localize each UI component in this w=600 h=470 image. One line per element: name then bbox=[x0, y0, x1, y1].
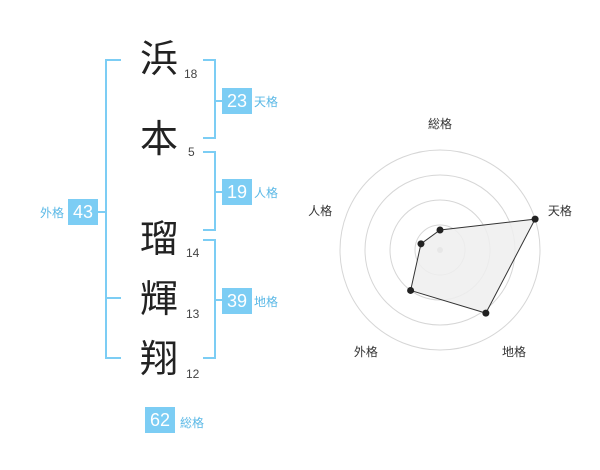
radar-axis-label-0: 総格 bbox=[428, 116, 452, 131]
radar-axis-label-4: 人格 bbox=[308, 203, 332, 218]
radar-axis-label-1: 天格 bbox=[548, 203, 572, 218]
gaikaku-label: 外格 bbox=[40, 206, 65, 220]
soukaku-label: 総格 bbox=[180, 416, 205, 430]
gaikaku-bracket bbox=[105, 59, 121, 359]
soukaku-value-badge: 62 bbox=[145, 407, 175, 433]
jinkaku-value-badge: 19 bbox=[222, 179, 252, 205]
name-char-3: 瑠 bbox=[140, 217, 179, 261]
stroke-count-1: 18 bbox=[184, 67, 198, 81]
stroke-count-2: 5 bbox=[188, 145, 195, 159]
jinkaku-label: 人格 bbox=[254, 186, 279, 200]
radar-point-1 bbox=[531, 215, 539, 223]
radar-area bbox=[410, 218, 536, 314]
stroke-count-5: 12 bbox=[186, 367, 200, 381]
tenkaku-value-badge: 23 bbox=[222, 88, 252, 114]
chikaku-value-badge: 39 bbox=[222, 288, 252, 314]
radar-axis-label-3: 外格 bbox=[354, 344, 378, 359]
gaikaku-value-badge: 43 bbox=[68, 199, 98, 225]
name-char-2: 本 bbox=[140, 117, 179, 161]
tenkaku-bracket bbox=[203, 59, 216, 139]
name-char-5: 翔 bbox=[140, 337, 179, 381]
tenkaku-label: 天格 bbox=[254, 95, 279, 109]
name-char-4: 輝 bbox=[140, 277, 179, 321]
name-char-1: 浜 bbox=[140, 37, 179, 81]
radar-axis-label-2: 地格 bbox=[502, 344, 526, 359]
radar-point-3 bbox=[407, 286, 415, 294]
radar-point-2 bbox=[482, 309, 490, 317]
radar-point-4 bbox=[417, 240, 425, 248]
radar-point-0 bbox=[436, 226, 444, 234]
chikaku-label: 地格 bbox=[254, 295, 279, 309]
radar-ring bbox=[339, 149, 541, 351]
stroke-count-4: 13 bbox=[186, 307, 200, 321]
stroke-count-3: 14 bbox=[186, 246, 200, 260]
